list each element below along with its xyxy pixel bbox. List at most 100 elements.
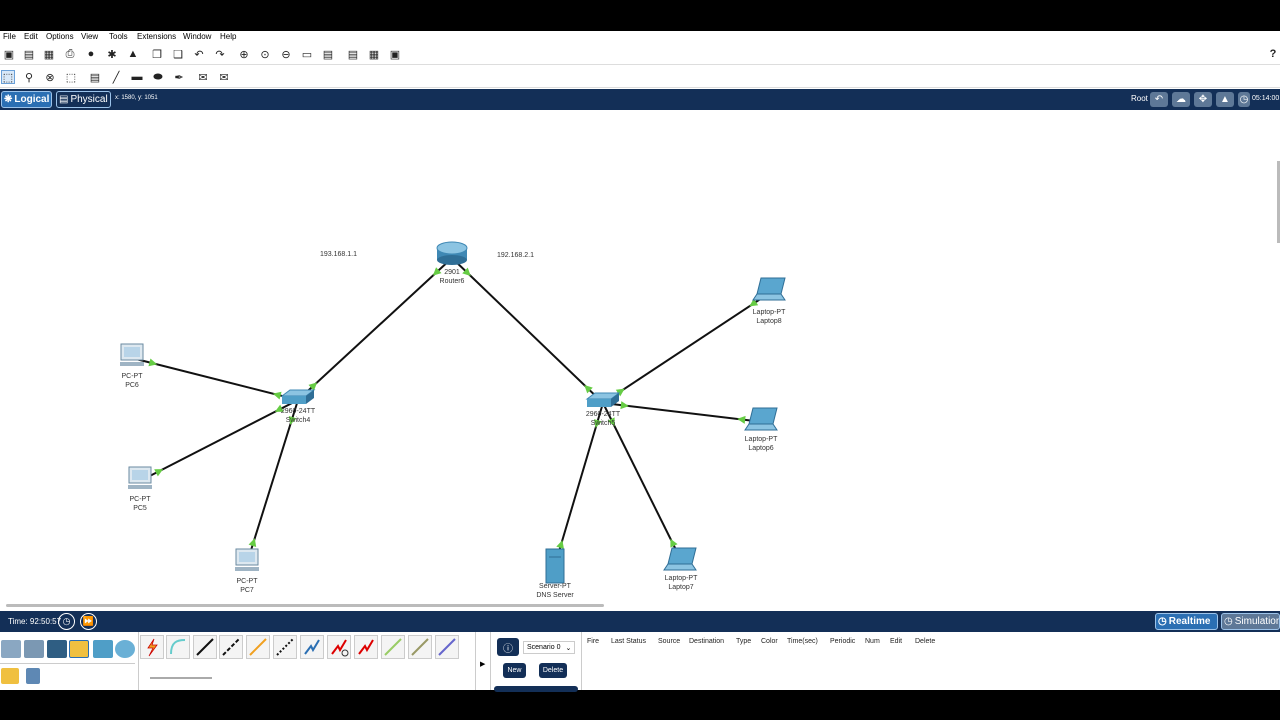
delete-icon[interactable]: ⊗ bbox=[45, 71, 55, 84]
place-note-icon[interactable]: ▤ bbox=[89, 71, 101, 84]
octal-cable-icon[interactable] bbox=[381, 635, 405, 659]
copper-cross-over-icon[interactable] bbox=[219, 635, 243, 659]
network-wizard-icon[interactable]: ✱ bbox=[107, 48, 117, 61]
link-status-indicator bbox=[154, 469, 164, 477]
help-icon[interactable]: ? bbox=[1269, 48, 1277, 60]
zoom-out-icon[interactable]: ⊖ bbox=[281, 48, 291, 61]
fast-forward-icon[interactable]: ⏩ bbox=[80, 613, 97, 630]
draw-rectangle-icon[interactable]: ▬ bbox=[131, 71, 143, 83]
notes-icon[interactable]: ▤ bbox=[347, 48, 359, 61]
freeform-icon[interactable]: ✒ bbox=[174, 71, 184, 84]
toggle-pdu-list-button[interactable] bbox=[494, 686, 578, 692]
menu-options[interactable]: Options bbox=[46, 32, 74, 41]
new-scenario-button[interactable]: New bbox=[503, 663, 526, 678]
add-complex-pdu-icon[interactable]: ✉ bbox=[219, 71, 229, 84]
redo-icon[interactable]: ↷ bbox=[215, 48, 225, 61]
scenario-select[interactable]: Scenario 0 ⌄ bbox=[523, 641, 575, 654]
cursor-coordinates: x: 1580, y: 1051 bbox=[115, 95, 158, 101]
drawing-palette-icon[interactable]: ▭ bbox=[301, 48, 313, 61]
coaxial-icon[interactable] bbox=[300, 635, 324, 659]
viewport-icon[interactable]: ▣ bbox=[389, 48, 401, 61]
paste-icon[interactable]: ❑ bbox=[173, 48, 183, 61]
resize-shape-icon[interactable]: ⬚ bbox=[65, 71, 77, 84]
custom-device-dialog-icon[interactable]: ▤ bbox=[322, 48, 334, 61]
pdu-col-time: Time(sec) bbox=[787, 638, 818, 645]
move-object-icon[interactable]: ✥ bbox=[1194, 92, 1212, 107]
pc-pc6[interactable] bbox=[120, 343, 144, 366]
simulation-mode-button[interactable]: ◷ Simulation bbox=[1221, 613, 1280, 630]
menu-view[interactable]: View bbox=[81, 32, 99, 41]
connection-subtype-icon[interactable] bbox=[26, 668, 40, 684]
panel-expand-icon[interactable]: ▶ bbox=[480, 661, 486, 668]
draw-line-icon[interactable]: ╱ bbox=[112, 71, 120, 84]
pc-pc7[interactable] bbox=[235, 548, 259, 571]
console-cable-icon[interactable] bbox=[166, 635, 190, 659]
menu-edit[interactable]: Edit bbox=[24, 32, 38, 41]
laptop-laptop6[interactable] bbox=[744, 407, 778, 431]
components-icon[interactable] bbox=[47, 640, 67, 658]
network-devices-icon[interactable] bbox=[1, 640, 21, 658]
activity-wizard-icon[interactable]: ▲ bbox=[127, 48, 139, 60]
logical-icon: ❋ bbox=[4, 94, 13, 105]
print-icon[interactable]: ⎙ bbox=[65, 47, 75, 60]
back-icon[interactable]: ↶ bbox=[1150, 92, 1168, 107]
viewport-clock-icon[interactable]: ◷ bbox=[1238, 92, 1250, 107]
laptop-laptop7[interactable] bbox=[663, 547, 697, 571]
multiuser-icon[interactable] bbox=[115, 640, 135, 658]
laptop-keyboard bbox=[663, 563, 697, 571]
auto-connection-icon[interactable] bbox=[140, 635, 164, 659]
fiber-icon[interactable] bbox=[246, 635, 270, 659]
copy-icon[interactable]: ❐ bbox=[152, 48, 162, 61]
serial-dce-icon[interactable] bbox=[327, 635, 351, 659]
router-router[interactable] bbox=[436, 241, 468, 265]
end-devices-icon[interactable] bbox=[24, 640, 44, 658]
open-folder-icon[interactable]: ▤ bbox=[23, 48, 35, 61]
tab-physical[interactable]: ▤ Physical bbox=[56, 91, 111, 108]
tab-physical-label: Physical bbox=[70, 94, 108, 105]
add-simple-pdu-icon[interactable]: ✉ bbox=[198, 71, 208, 84]
device-template-icon[interactable]: ▦ bbox=[368, 48, 380, 61]
select-icon[interactable]: ⬚ bbox=[1, 70, 15, 84]
serial-dte-icon[interactable] bbox=[354, 635, 378, 659]
save-icon[interactable]: ▦ bbox=[43, 48, 55, 61]
draw-ellipse-icon[interactable]: ⬬ bbox=[153, 70, 163, 83]
menu-extensions[interactable]: Extensions bbox=[137, 32, 177, 41]
server-server[interactable] bbox=[545, 548, 565, 584]
miscellaneous-icon[interactable] bbox=[93, 640, 113, 658]
zoom-reset-icon[interactable]: ⊙ bbox=[260, 48, 270, 61]
switch-switch4[interactable] bbox=[280, 389, 316, 404]
usb-cable-icon[interactable] bbox=[435, 635, 459, 659]
copper-straight-through-icon[interactable] bbox=[193, 635, 217, 659]
device-name: DNS Server bbox=[536, 592, 574, 599]
laptop-laptop8[interactable] bbox=[752, 277, 786, 301]
realtime-mode-button[interactable]: ◷ Realtime bbox=[1155, 613, 1218, 630]
cluster-icon[interactable]: ☁ bbox=[1172, 92, 1190, 107]
menu-help[interactable]: Help bbox=[220, 32, 237, 41]
undo-icon[interactable]: ↶ bbox=[194, 48, 204, 61]
switch-switch5[interactable] bbox=[585, 392, 621, 407]
power-cycle-icon[interactable]: ◷ bbox=[58, 613, 75, 630]
iot-custom-cable-icon[interactable] bbox=[408, 635, 432, 659]
info-icon[interactable]: ● bbox=[87, 48, 95, 60]
pc-pc5[interactable] bbox=[128, 466, 152, 489]
delete-scenario-button[interactable]: Delete bbox=[539, 663, 567, 678]
background-image-icon[interactable]: ▲ bbox=[1216, 92, 1234, 107]
menu-window[interactable]: Window bbox=[183, 32, 212, 41]
automatic-connection-type-icon[interactable] bbox=[1, 668, 19, 684]
vertical-scrollbar[interactable] bbox=[1277, 161, 1280, 243]
tab-logical[interactable]: ❋ Logical bbox=[1, 91, 52, 108]
router-top bbox=[436, 241, 468, 255]
link-status-indicator bbox=[272, 391, 282, 400]
phone-cable-icon[interactable] bbox=[273, 635, 297, 659]
scenario-info-icon[interactable]: ⓘ bbox=[497, 638, 519, 656]
menu-tools[interactable]: Tools bbox=[109, 32, 128, 41]
inspect-icon[interactable]: ⚲ bbox=[24, 71, 34, 84]
connections-category-icon[interactable] bbox=[69, 640, 89, 658]
menu-file[interactable]: File bbox=[3, 32, 16, 41]
zoom-in-icon[interactable]: ⊕ bbox=[239, 48, 249, 61]
new-file-icon[interactable]: ▣ bbox=[3, 48, 15, 61]
horizontal-scrollbar[interactable] bbox=[6, 604, 604, 607]
